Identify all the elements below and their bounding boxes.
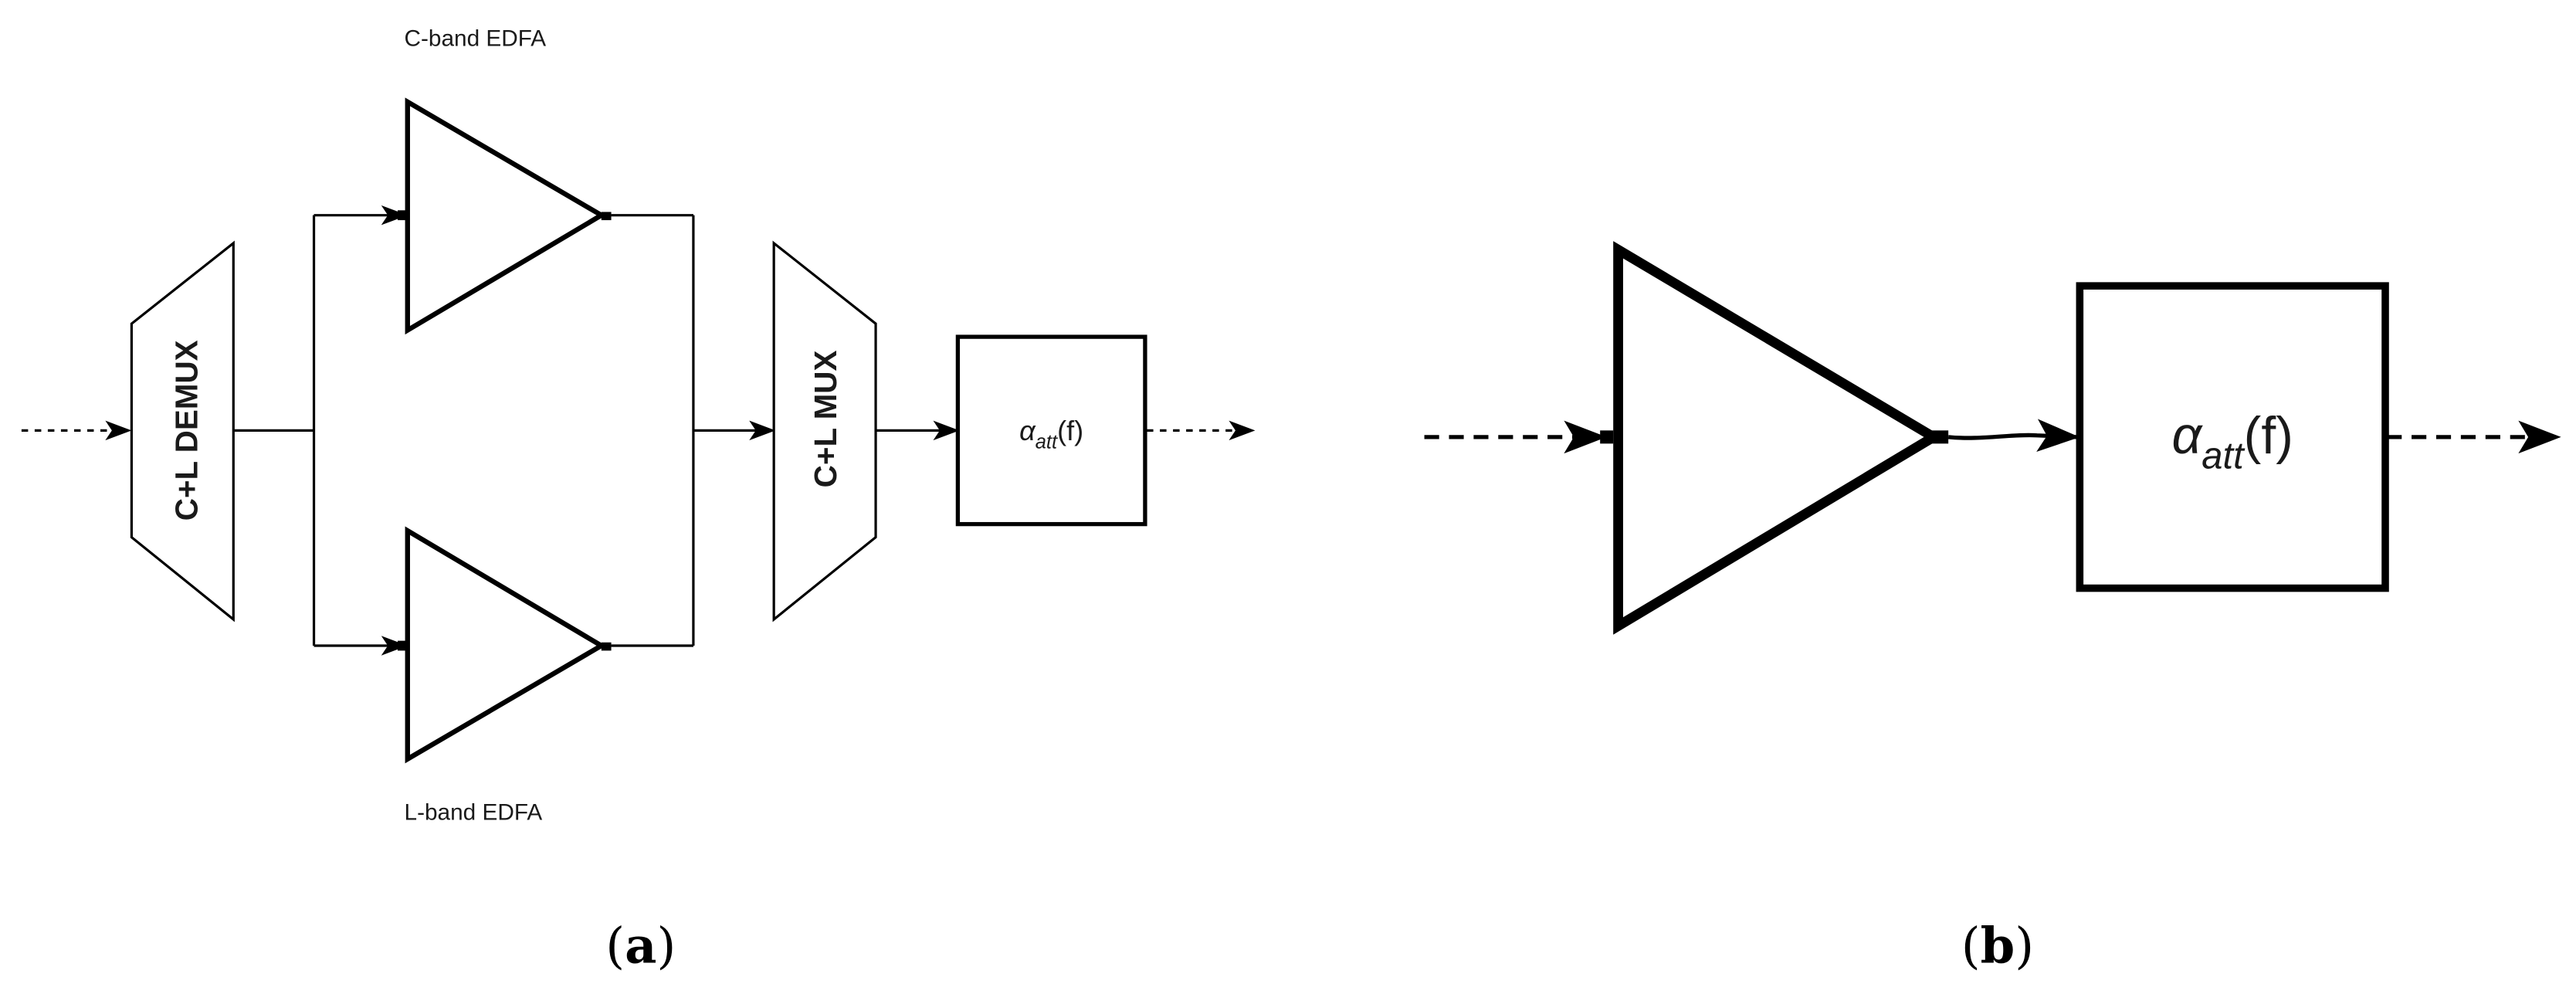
panel-b: αatt(f) (b) (1424, 241, 2561, 975)
l-band-amplifier: L-band EDFA (398, 526, 612, 826)
mux-block: C+L MUX (772, 240, 877, 623)
attenuator-block-b: αatt(f) (2076, 282, 2389, 592)
attenuator-label-a: αatt(f) (1019, 415, 1083, 453)
caption-b: (b) (1961, 918, 2034, 975)
amplifier-b (1600, 241, 1949, 635)
attenuator-block-a: αatt(f) (955, 334, 1147, 527)
panel-a: C+L DEMUX C-band EDFA L-band EDFA (21, 26, 1256, 975)
c-band-edfa-label: C-band EDFA (405, 26, 547, 52)
demux-label: C+L DEMUX (168, 340, 204, 521)
l-band-edfa-label: L-band EDFA (405, 800, 543, 826)
amplifier-to-attenuator-arrow-b (1947, 419, 2080, 452)
combiner-lines (611, 214, 776, 647)
mux-label: C+L MUX (808, 351, 843, 488)
attenuator-label-b: αatt(f) (2171, 406, 2293, 477)
c-band-amplifier: C-band EDFA (398, 26, 612, 335)
caption-a: (a) (605, 918, 676, 975)
demux-splitter-lines (233, 205, 408, 656)
demux-block: C+L DEMUX (130, 240, 235, 623)
